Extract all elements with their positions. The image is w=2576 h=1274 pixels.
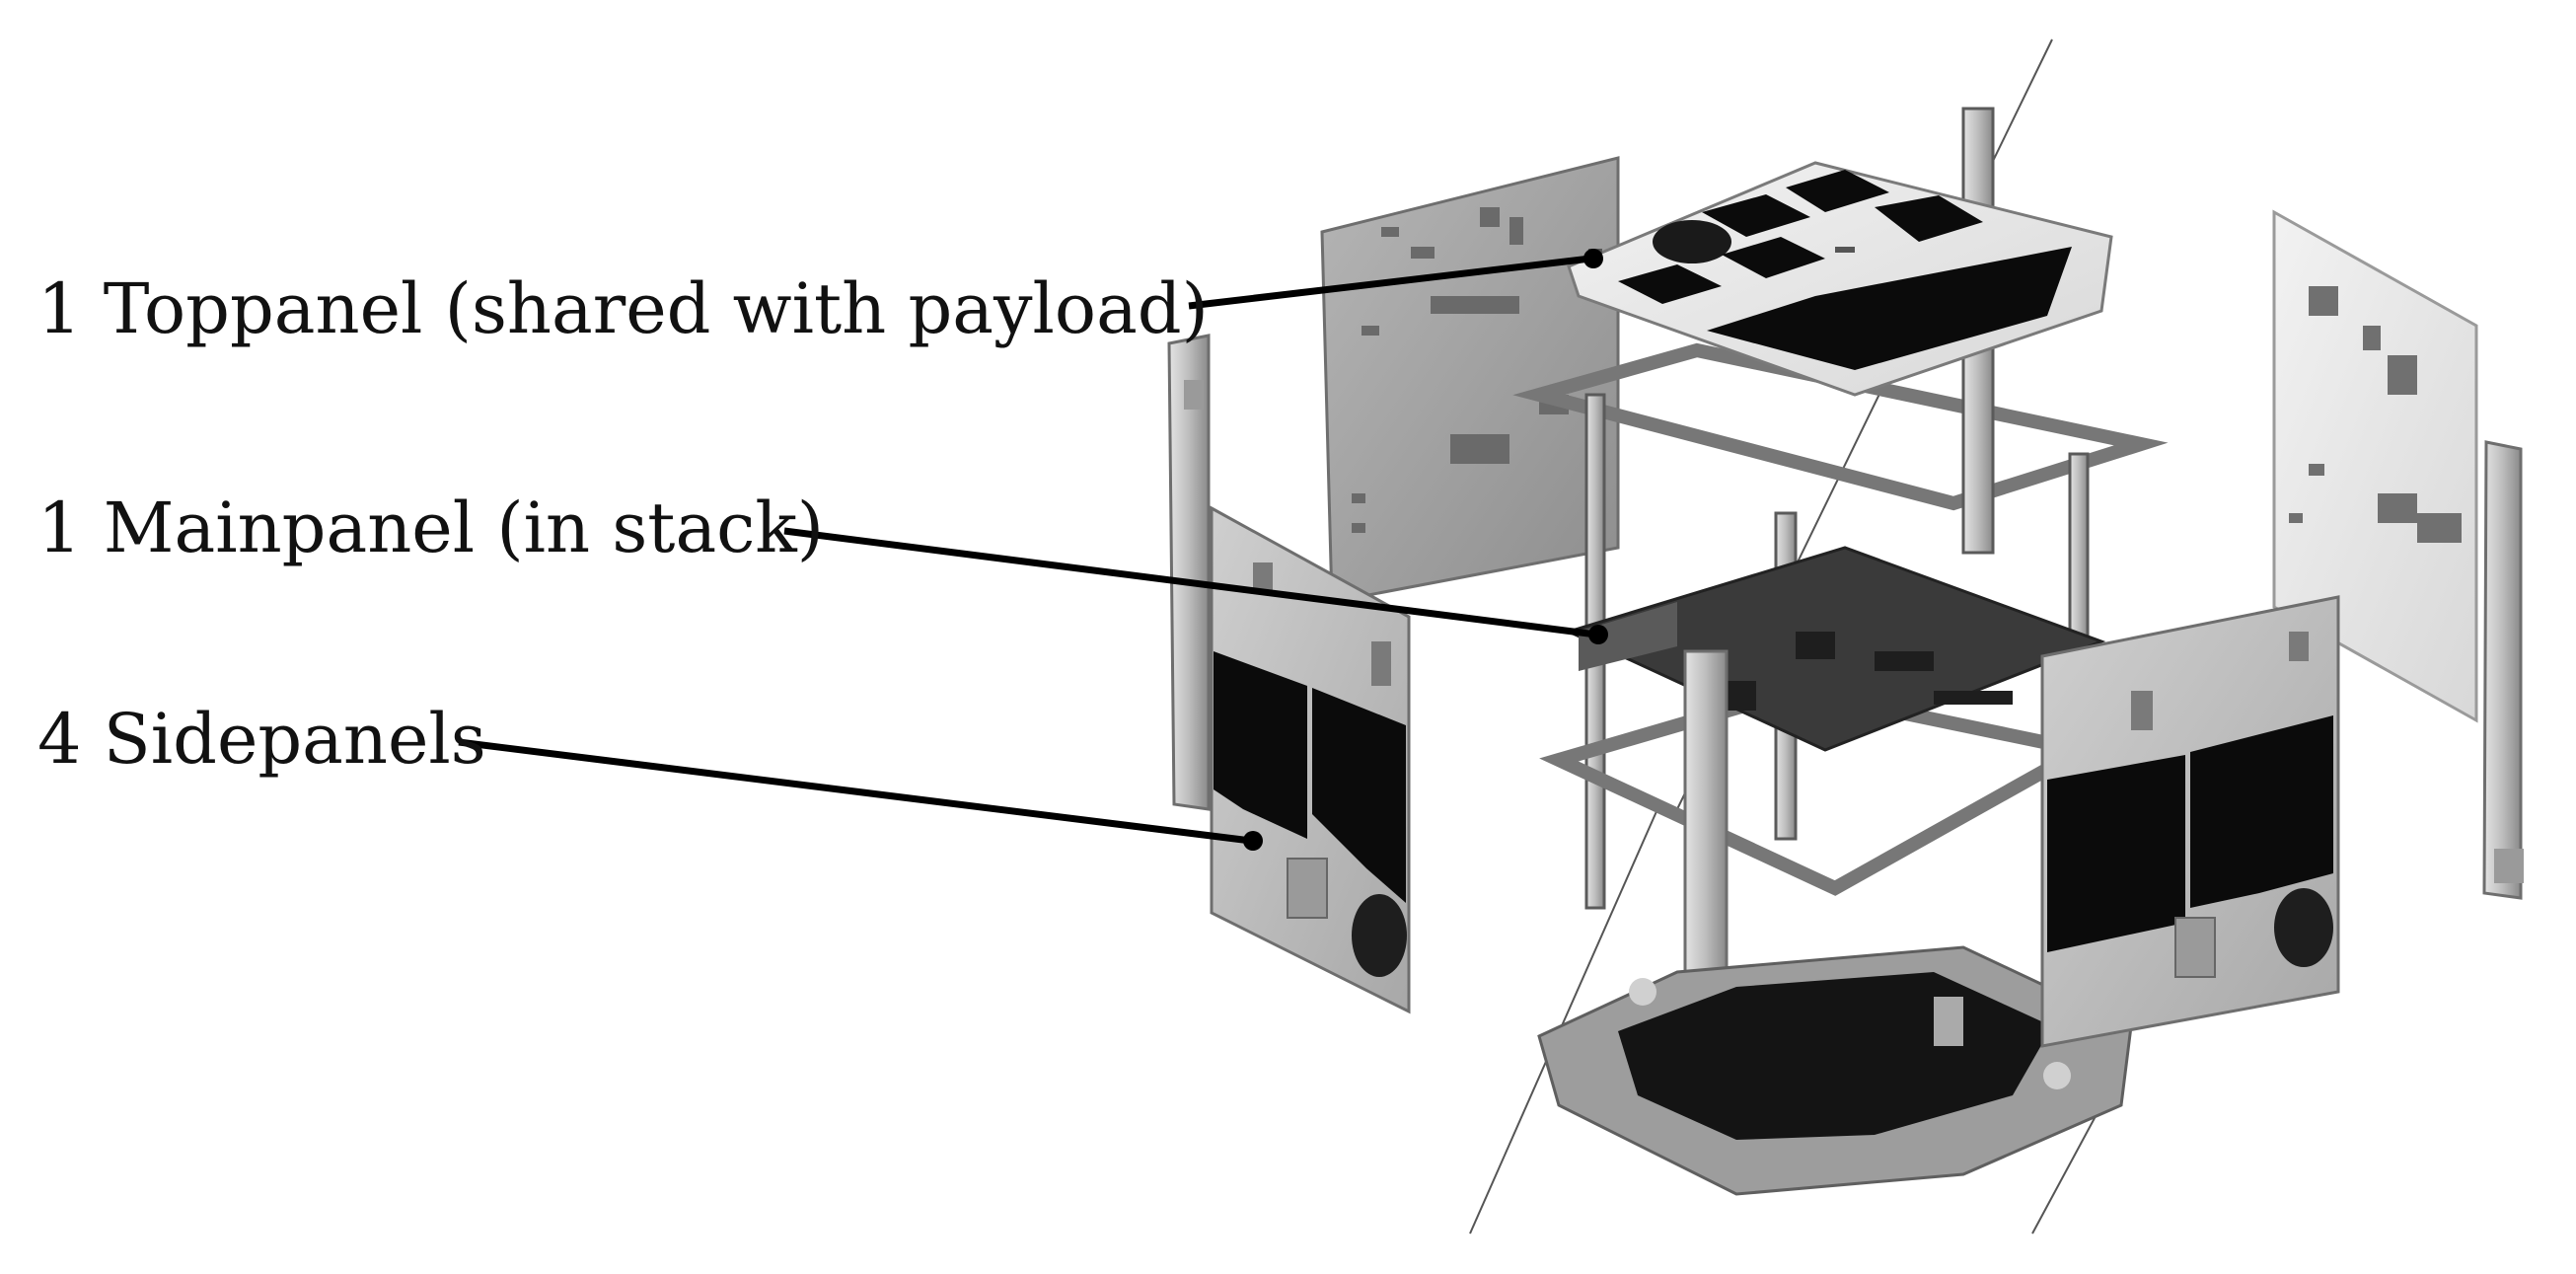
leader-dot-toppanel (1583, 249, 1603, 268)
leader-lines (458, 255, 1597, 845)
bottom-panel (1537, 945, 2133, 1196)
leader-line-toppanel (1188, 255, 1591, 310)
label-sidepanels: 4 Sidepanels (37, 699, 486, 780)
label-mainpanel: 1 Mainpanel (in stack) (37, 487, 825, 568)
leader-line-mainpanel (783, 527, 1597, 638)
axis-line-bottom-left (1469, 808, 1658, 1235)
top-panel (1567, 161, 2113, 397)
right-side-panel (2040, 595, 2340, 1048)
back-right-panel (2272, 209, 2478, 723)
top-panel-sensor (1653, 220, 1731, 263)
axis-line-bottom-right (2031, 1104, 2102, 1235)
back-left-panel (1320, 156, 1620, 604)
right-rail (2482, 440, 2524, 900)
leader-line-sidepanels (458, 738, 1252, 845)
leader-dot-sidepanels (1243, 831, 1263, 851)
left-side-panel (1210, 505, 1411, 1014)
label-toppanel: 1 Toppanel (shared with payload) (37, 268, 1209, 349)
left-rail (1167, 334, 1211, 811)
leader-dots (1243, 249, 1608, 851)
main-panel-pcb (1564, 546, 2106, 752)
leader-dot-mainpanel (1588, 625, 1608, 644)
